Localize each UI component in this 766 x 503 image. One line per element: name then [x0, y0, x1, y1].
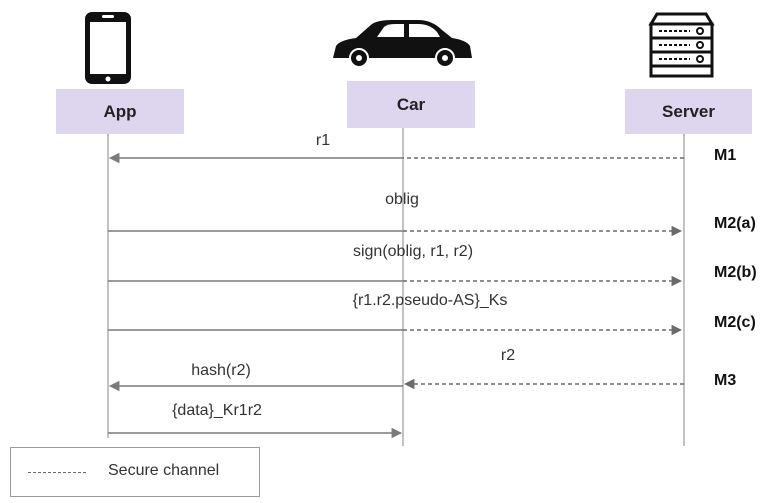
message-label-r2: r2 — [500, 347, 516, 364]
legend: Secure channel — [10, 447, 260, 497]
message-label-oblig: oblig — [385, 191, 419, 208]
actor-app-label: App — [103, 101, 137, 121]
message-label-r1: r1 — [315, 132, 331, 149]
step-label-m3: M3 — [714, 372, 737, 389]
message-label-sign: sign(oblig, r1, r2) — [352, 243, 474, 260]
step-label-m2c: M2(c) — [714, 314, 756, 331]
server-icon — [648, 12, 715, 78]
smartphone-icon — [85, 12, 131, 84]
step-label-m2b: M2(b) — [714, 264, 757, 281]
actor-car-label: Car — [396, 94, 426, 114]
actor-app-box: App — [56, 89, 184, 134]
actor-server-box: Server — [625, 89, 752, 134]
actor-car-box: Car — [347, 81, 475, 128]
actor-server-label: Server — [662, 101, 715, 121]
step-label-m2a: M2(a) — [714, 215, 756, 232]
legend-label: Secure channel — [108, 462, 220, 479]
message-label-data: {data}_Kr1r2 — [172, 402, 262, 419]
legend-dashed-line — [28, 472, 86, 473]
step-label-m1: M1 — [714, 147, 737, 164]
message-label-pseudo: {r1.r2.pseudo-AS}_Ks — [352, 292, 508, 309]
message-label-hash: hash(r2) — [191, 362, 251, 379]
car-icon — [333, 20, 472, 68]
